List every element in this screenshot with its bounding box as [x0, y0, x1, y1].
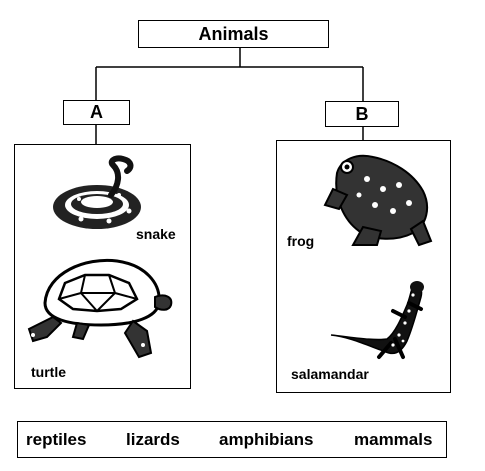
word-bank-item-mammals: mammals	[354, 429, 433, 449]
word-bank-box: reptiles lizards amphibians mammals	[17, 421, 447, 458]
word-bank-item-lizards: lizards	[126, 429, 180, 449]
root-node-label: Animals	[198, 23, 269, 44]
turtle-illustration	[27, 258, 173, 359]
word-bank-item-reptiles: reptiles	[26, 429, 87, 449]
snake-illustration	[53, 155, 141, 229]
root-node-box: Animals	[138, 20, 329, 48]
group-b-label: B	[355, 103, 369, 124]
group-b-panel: frog salamandar	[276, 140, 451, 393]
frog-illustration	[323, 154, 433, 247]
animal-label-salamandar: salamandar	[291, 366, 369, 382]
group-b-box: B	[325, 101, 399, 127]
salamander-illustration	[330, 281, 424, 359]
animal-label-snake: snake	[136, 226, 176, 242]
word-bank-item-amphibians: amphibians	[219, 429, 314, 449]
group-a-label: A	[90, 102, 103, 122]
group-a-panel: snake turtle	[14, 144, 191, 389]
animal-label-frog: frog	[287, 233, 315, 249]
animal-label-turtle: turtle	[31, 364, 66, 380]
group-a-box: A	[63, 100, 130, 125]
